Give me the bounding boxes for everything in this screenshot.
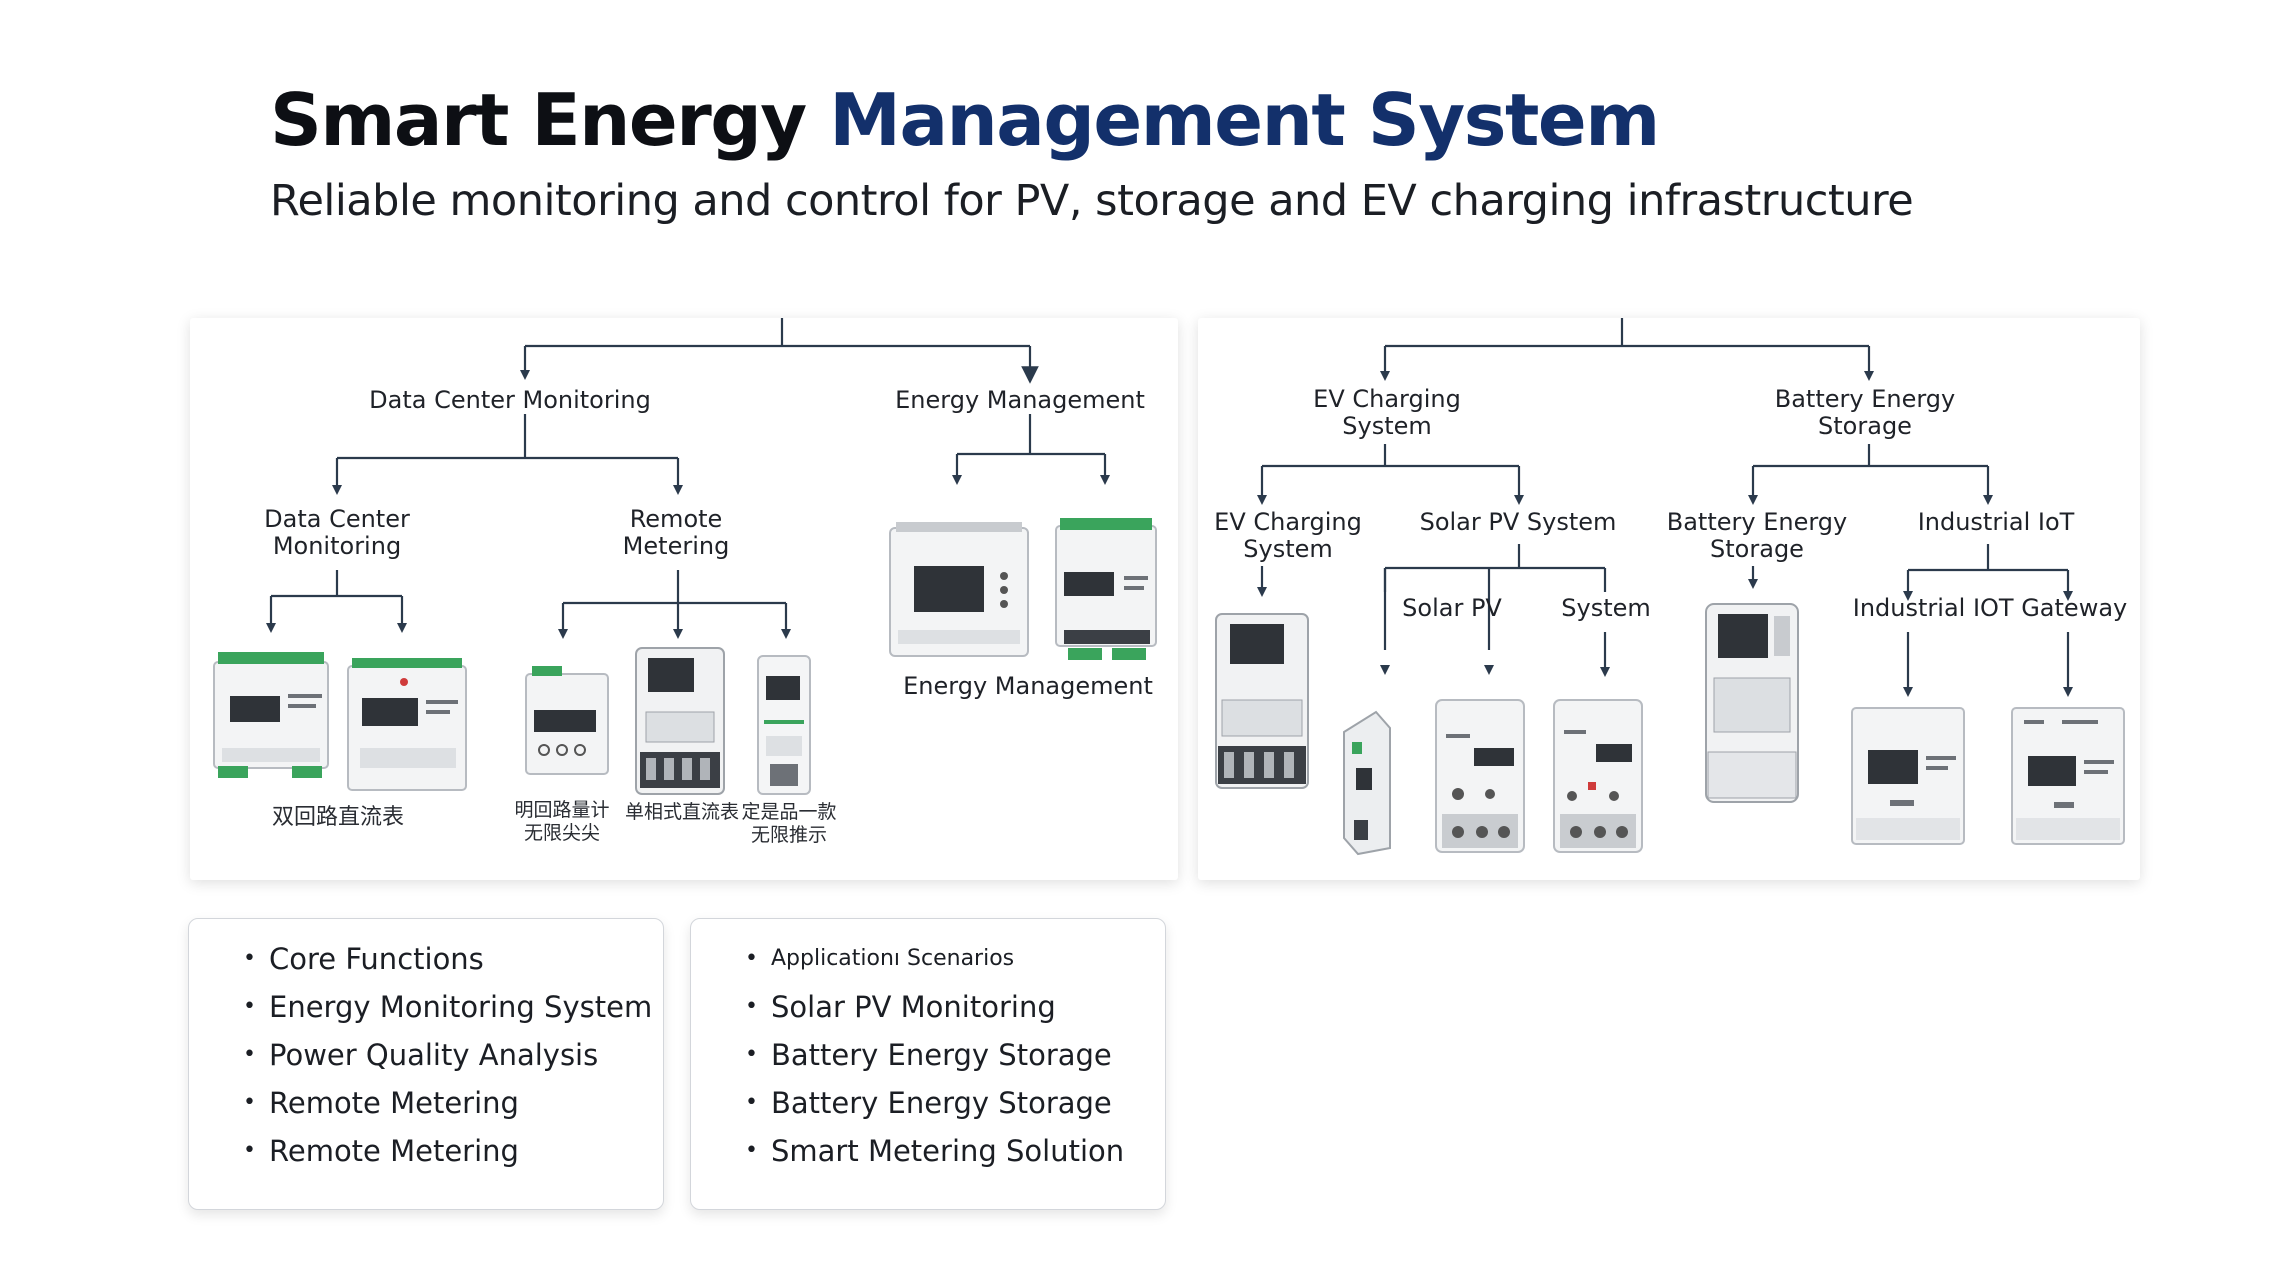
single-phase-meter-icon [635, 647, 725, 795]
list-item: Solar PV Monitoring [691, 983, 1165, 1031]
caption-meter-b: 单相式直流表 [624, 801, 740, 823]
dc-meter-icon [525, 666, 609, 775]
label-ev-charging-child: EV Charging System [1214, 508, 1362, 563]
list-item: Energy Monitoring System [189, 983, 663, 1031]
iot-gateway-icon-2 [2011, 707, 2125, 845]
list-item: Remote Metering [189, 1127, 663, 1175]
label-battery-energy-storage: Battery Energy Storage [1774, 385, 1956, 440]
list-item: Power Quality Analysis [189, 1031, 663, 1079]
label-industrial-iot-gateway: Industrial IOT Gateway [1852, 594, 2128, 622]
label-battery-storage-child: Battery Energy Storage [1666, 508, 1848, 563]
solar-pv-meter-icon [1435, 699, 1525, 853]
ev-charger-meter-icon [1215, 613, 1309, 789]
caption-meter-c: 定是品一款 无限推示 [741, 801, 837, 846]
breaker-module-icon [1343, 710, 1391, 856]
energy-management-unit-icon [889, 522, 1029, 657]
energy-management-unit-icon-2 [1055, 518, 1157, 660]
title-part-accent: Management System [829, 78, 1660, 162]
list-item: Core Functions [189, 935, 663, 983]
label-solar-pv: Solar PV [1402, 594, 1502, 622]
application-scenarios-card: Applicationı Scenarios Solar PV Monitori… [690, 918, 1166, 1210]
caption-meter-a: 明回路量计 无限尖尖 [514, 799, 610, 844]
core-functions-list: Core Functions Energy Monitoring System … [189, 919, 663, 1175]
system-meter-icon [1553, 699, 1643, 853]
battery-storage-meter-icon [1705, 603, 1799, 803]
label-data-center-monitoring: Data Center Monitoring [369, 386, 651, 414]
label-dc-monitoring-child: Data Center Monitoring [264, 505, 410, 560]
label-solar-pv-system: Solar PV System [1419, 508, 1617, 536]
application-scenarios-list: Applicationı Scenarios Solar PV Monitori… [691, 919, 1165, 1175]
title-part-dark: Smart Energy [270, 78, 807, 162]
page-subtitle: Reliable monitoring and control for PV, … [270, 176, 1914, 226]
label-remote-metering: Remote Metering [622, 505, 730, 560]
list-item: Remote Metering [189, 1079, 663, 1127]
caption-dual-loop-dc-meter: 双回路直流表 [271, 805, 405, 830]
din-rail-meter-icon [213, 652, 329, 778]
caption-energy-management: Energy Management [903, 672, 1153, 700]
iot-gateway-icon [1851, 707, 1965, 845]
list-item: Battery Energy Storage [691, 1031, 1165, 1079]
list-item: Applicationı Scenarios [691, 935, 1165, 983]
core-functions-card: Core Functions Energy Monitoring System … [188, 918, 664, 1210]
label-system: System [1561, 594, 1651, 622]
label-ev-charging-system: EV Charging System [1313, 385, 1461, 440]
label-energy-management: Energy Management [895, 386, 1145, 414]
compact-meter-icon [757, 655, 811, 795]
din-rail-meter-icon-2 [347, 658, 467, 791]
list-item: Battery Energy Storage [691, 1079, 1165, 1127]
label-industrial-iot: Industrial IoT [1917, 508, 2075, 536]
page-title: Smart Energy Management System [270, 78, 1660, 162]
list-item: Smart Metering Solution [691, 1127, 1165, 1175]
